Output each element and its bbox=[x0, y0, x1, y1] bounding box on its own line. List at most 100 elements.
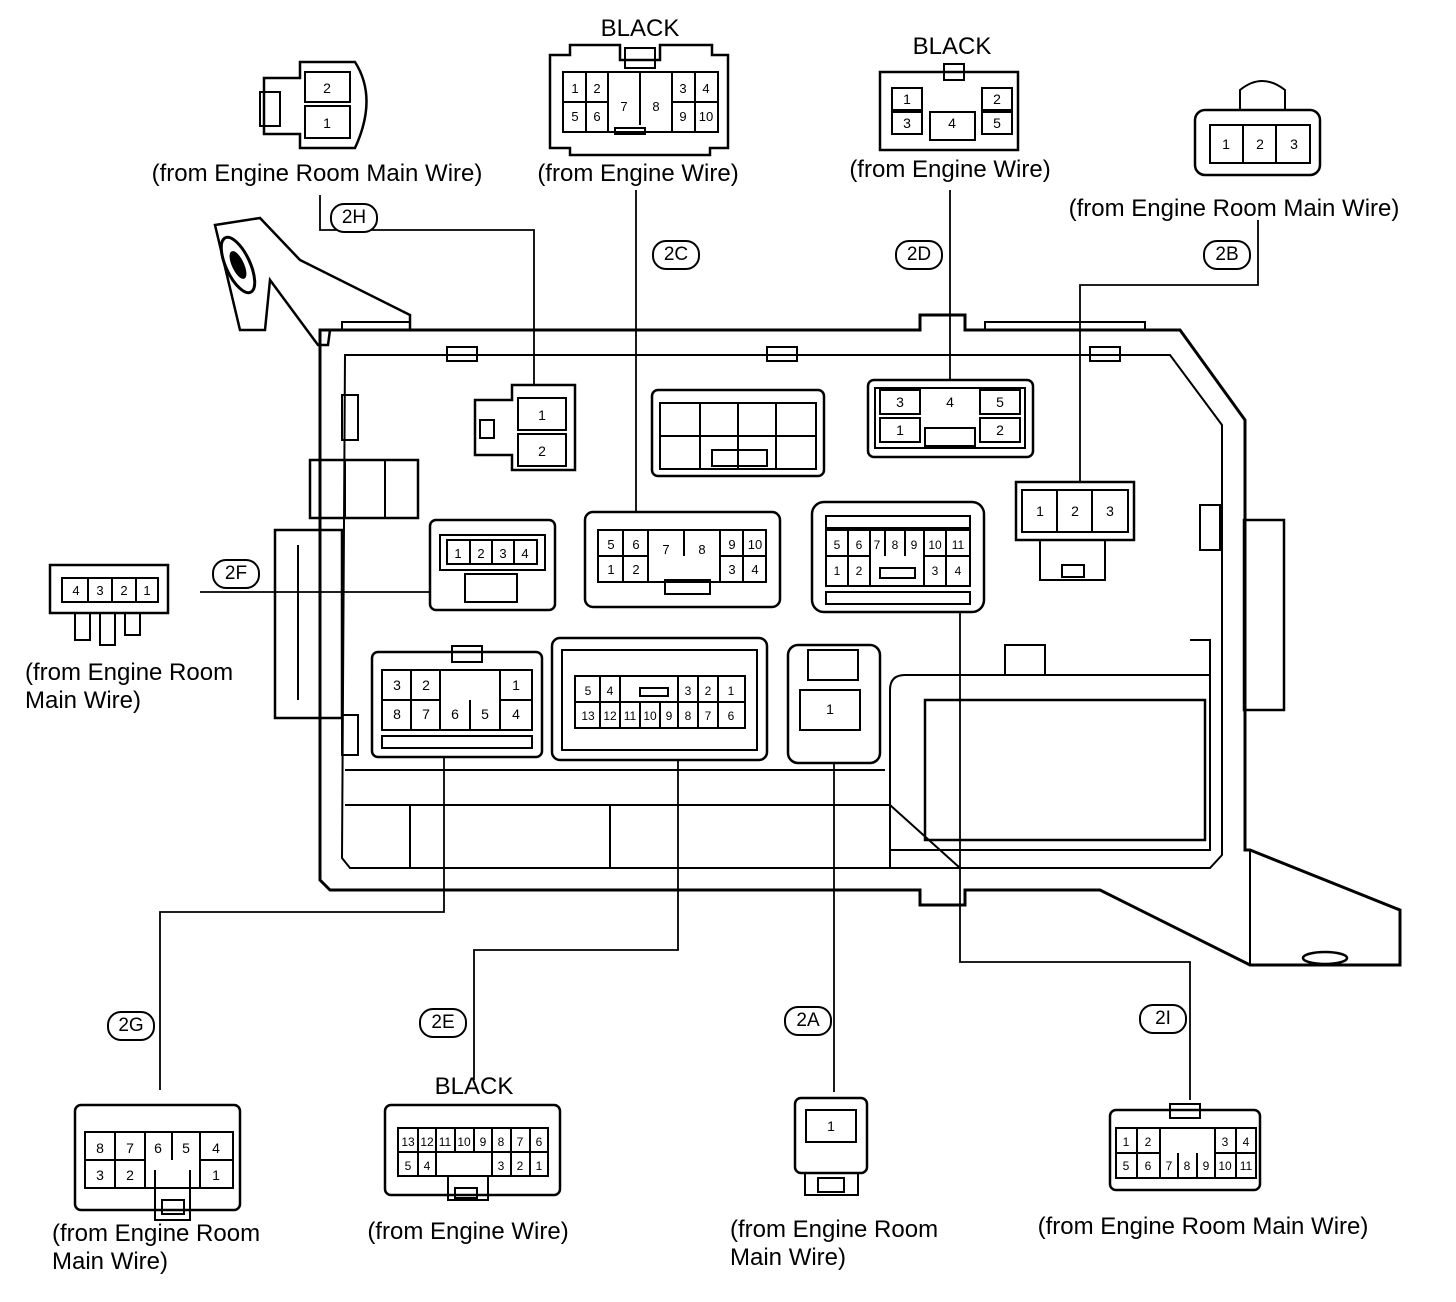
svg-text:10: 10 bbox=[699, 109, 713, 124]
svg-text:7: 7 bbox=[517, 1135, 524, 1149]
svg-text:1: 1 bbox=[1036, 503, 1044, 519]
connector-face-2f: 4 3 2 1 bbox=[48, 563, 170, 646]
block-connector-2i: 5 6 7 8 9 10 11 1 2 3 4 bbox=[810, 500, 986, 614]
svg-text:2: 2 bbox=[1256, 136, 1264, 152]
svg-text:4: 4 bbox=[607, 684, 614, 698]
svg-text:3: 3 bbox=[393, 677, 401, 693]
svg-text:1: 1 bbox=[826, 701, 834, 717]
svg-text:3: 3 bbox=[685, 684, 692, 698]
svg-text:6: 6 bbox=[451, 706, 459, 722]
svg-text:12: 12 bbox=[420, 1135, 434, 1149]
svg-text:1: 1 bbox=[323, 115, 331, 131]
leader-lines bbox=[159, 190, 1259, 1100]
connector-face-2i: 1 2 3 4 5 6 7 8 9 10 11 bbox=[1108, 1103, 1262, 1192]
svg-text:8: 8 bbox=[892, 538, 899, 552]
svg-text:7: 7 bbox=[620, 99, 627, 114]
color-label-2c: BLACK bbox=[600, 15, 680, 42]
svg-text:8: 8 bbox=[393, 706, 401, 722]
svg-text:8: 8 bbox=[498, 1135, 505, 1149]
svg-text:4: 4 bbox=[72, 583, 79, 598]
svg-text:7: 7 bbox=[126, 1140, 134, 1156]
svg-text:8: 8 bbox=[1184, 1159, 1191, 1173]
svg-text:3: 3 bbox=[1222, 1135, 1229, 1149]
svg-text:8: 8 bbox=[96, 1140, 104, 1156]
svg-text:3: 3 bbox=[96, 583, 103, 598]
svg-text:5: 5 bbox=[1123, 1159, 1130, 1173]
svg-text:2: 2 bbox=[517, 1159, 524, 1173]
svg-text:2: 2 bbox=[632, 562, 639, 577]
svg-text:2: 2 bbox=[993, 91, 1001, 107]
svg-text:3: 3 bbox=[932, 564, 939, 578]
svg-text:4: 4 bbox=[751, 562, 758, 577]
svg-text:3: 3 bbox=[1290, 136, 1298, 152]
block-connector-2a: 1 bbox=[786, 643, 882, 765]
svg-text:1: 1 bbox=[143, 583, 150, 598]
tag-2b: 2B bbox=[1203, 240, 1251, 270]
svg-text:5: 5 bbox=[481, 706, 489, 722]
svg-text:2: 2 bbox=[126, 1167, 134, 1183]
block-connector-2c: 5 6 7 8 9 10 1 2 3 4 bbox=[583, 510, 782, 609]
svg-text:1: 1 bbox=[512, 677, 520, 693]
svg-text:4: 4 bbox=[955, 564, 962, 578]
svg-text:9: 9 bbox=[911, 538, 918, 552]
svg-text:1: 1 bbox=[571, 81, 578, 96]
svg-text:4: 4 bbox=[948, 115, 956, 131]
svg-text:1: 1 bbox=[212, 1167, 220, 1183]
svg-text:1: 1 bbox=[1222, 136, 1230, 152]
source-label-2f: (from Engine Room Main Wire) bbox=[25, 659, 234, 714]
svg-text:1: 1 bbox=[536, 1159, 543, 1173]
source-label-2h: (from Engine Room Main Wire) bbox=[151, 160, 483, 187]
svg-text:2: 2 bbox=[538, 443, 546, 459]
svg-text:1: 1 bbox=[1123, 1135, 1130, 1149]
source-label-2e: (from Engine Wire) bbox=[367, 1218, 569, 1245]
svg-text:9: 9 bbox=[1203, 1159, 1210, 1173]
tag-2d: 2D bbox=[895, 240, 943, 270]
svg-text:6: 6 bbox=[154, 1140, 162, 1156]
source-label-2b: (from Engine Room Main Wire) bbox=[1068, 195, 1400, 222]
source-label-2g: (from Engine Room Main Wire) bbox=[52, 1220, 261, 1275]
svg-text:2: 2 bbox=[120, 583, 127, 598]
svg-text:4: 4 bbox=[212, 1140, 220, 1156]
svg-text:4: 4 bbox=[702, 81, 709, 96]
svg-text:3: 3 bbox=[679, 81, 686, 96]
svg-text:5: 5 bbox=[585, 684, 592, 698]
color-label-2d: BLACK bbox=[912, 33, 992, 60]
source-label-2i: (from Engine Room Main Wire) bbox=[1037, 1213, 1369, 1240]
svg-text:10: 10 bbox=[928, 538, 942, 552]
svg-text:4: 4 bbox=[424, 1159, 431, 1173]
tag-2e: 2E bbox=[419, 1008, 467, 1038]
svg-text:13: 13 bbox=[581, 709, 595, 723]
connector-face-2e: 13 12 11 10 9 8 7 6 5 4 3 2 1 bbox=[383, 1103, 562, 1201]
svg-text:8: 8 bbox=[652, 99, 659, 114]
svg-text:4: 4 bbox=[521, 546, 528, 561]
tag-2a: 2A bbox=[784, 1006, 832, 1036]
connector-face-2a: 1 bbox=[793, 1096, 869, 1196]
source-label-2a: (from Engine Room Main Wire) bbox=[730, 1216, 939, 1271]
svg-text:3: 3 bbox=[896, 394, 904, 410]
svg-text:5: 5 bbox=[405, 1159, 412, 1173]
svg-text:6: 6 bbox=[856, 538, 863, 552]
svg-text:2: 2 bbox=[996, 422, 1004, 438]
svg-text:8: 8 bbox=[685, 709, 692, 723]
svg-text:3: 3 bbox=[903, 115, 911, 131]
svg-text:3: 3 bbox=[498, 1159, 505, 1173]
tag-2h: 2H bbox=[330, 203, 378, 233]
svg-text:6: 6 bbox=[728, 709, 735, 723]
svg-text:1: 1 bbox=[607, 562, 614, 577]
svg-text:5: 5 bbox=[834, 538, 841, 552]
svg-text:11: 11 bbox=[1240, 1159, 1253, 1173]
tag-2f: 2F bbox=[212, 559, 260, 589]
svg-text:1: 1 bbox=[538, 407, 546, 423]
svg-text:13: 13 bbox=[401, 1135, 415, 1149]
svg-text:5: 5 bbox=[571, 109, 578, 124]
block-connector-2d: 3 4 5 1 2 bbox=[866, 378, 1035, 459]
svg-text:6: 6 bbox=[593, 109, 600, 124]
svg-text:10: 10 bbox=[457, 1135, 471, 1149]
svg-text:4: 4 bbox=[1243, 1135, 1250, 1149]
svg-text:2: 2 bbox=[1145, 1135, 1152, 1149]
svg-text:6: 6 bbox=[1145, 1159, 1152, 1173]
svg-text:7: 7 bbox=[662, 542, 669, 557]
svg-text:11: 11 bbox=[952, 538, 965, 552]
svg-text:7: 7 bbox=[705, 709, 712, 723]
